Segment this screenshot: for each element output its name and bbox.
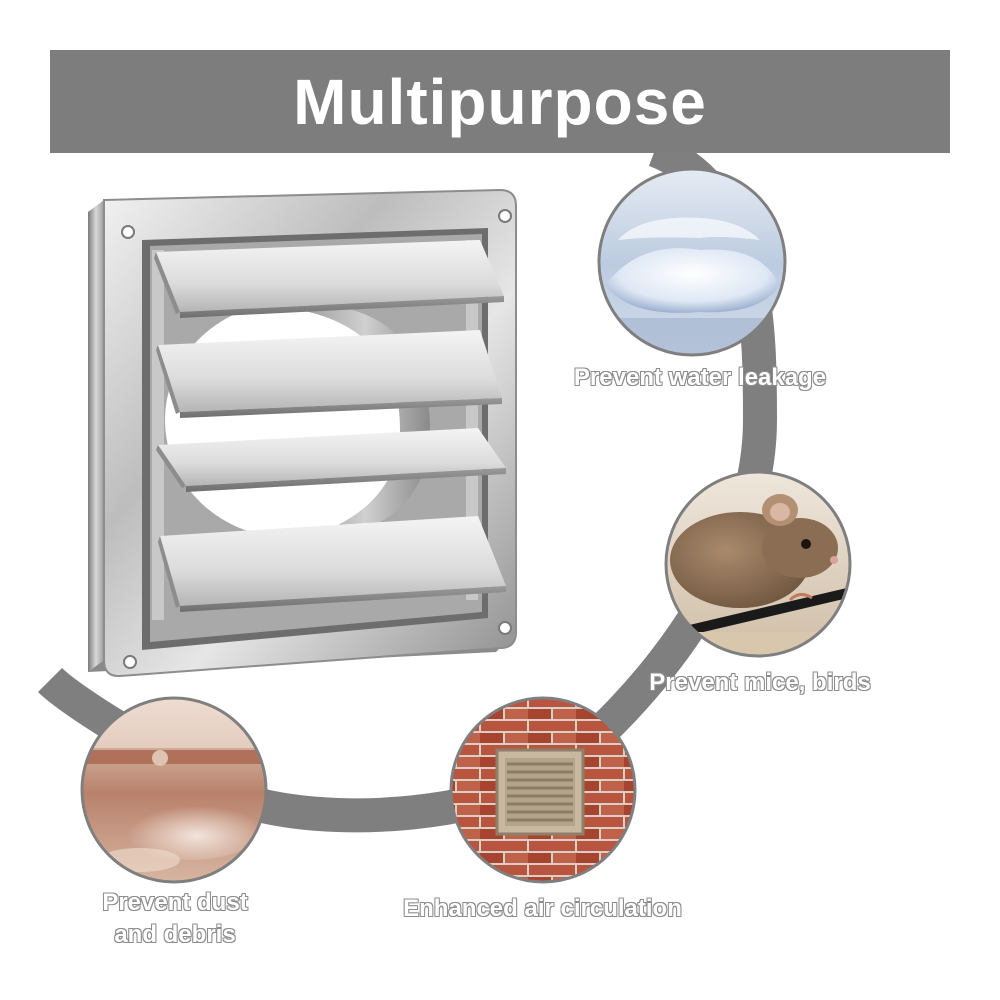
louver-slat-3 (156, 428, 506, 492)
caption-water-leakage: Prevent water leakage (573, 363, 827, 391)
caption-dust-line-1: Prevent dust (102, 888, 249, 916)
caption-dust-debris: Prevent dust and debris (80, 887, 270, 951)
vent-cover-product-image (88, 188, 517, 678)
dusty-floor-photo (80, 696, 268, 884)
louver-slat-1 (154, 240, 504, 318)
header-banner: Multipurpose (50, 50, 950, 153)
page-title: Multipurpose (293, 65, 707, 138)
caption-dust-line-2: and debris (114, 920, 237, 948)
water-drop-photo (597, 167, 787, 357)
louver-slat-4 (158, 516, 506, 612)
caption-air-circulation: Enhanced air circulation (403, 894, 683, 922)
brick-wall-vent-photo (449, 696, 637, 884)
caption-mice-birds: Prevent mice, birds (649, 668, 872, 696)
louver-slat-2 (156, 330, 502, 418)
